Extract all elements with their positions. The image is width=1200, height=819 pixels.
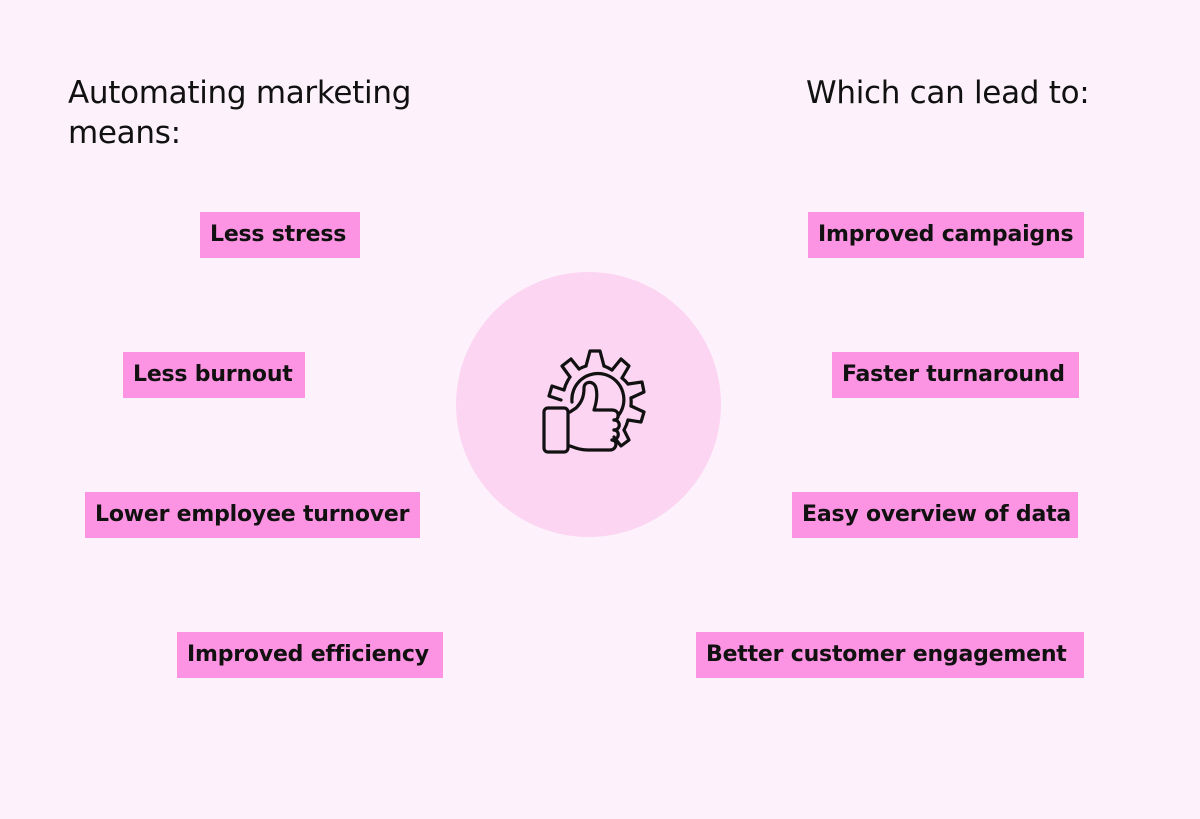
left-item-less-burnout: Less burnout — [123, 352, 305, 398]
left-item-less-stress: Less stress — [200, 212, 360, 258]
right-item-easy-overview-of-data: Easy overview of data — [792, 492, 1078, 538]
right-heading: Which can lead to: — [806, 75, 1090, 111]
center-circle — [456, 272, 721, 537]
right-item-better-customer-engagement: Better customer engagement — [696, 632, 1084, 678]
thumbs-up-gear-icon — [542, 349, 646, 454]
left-item-improved-efficiency: Improved efficiency — [177, 632, 443, 678]
left-item-lower-employee-turnover: Lower employee turnover — [85, 492, 420, 538]
right-item-faster-turnaround: Faster turnaround — [832, 352, 1079, 398]
right-item-improved-campaigns: Improved campaigns — [808, 212, 1084, 258]
left-heading: Automating marketing means: — [68, 75, 412, 151]
